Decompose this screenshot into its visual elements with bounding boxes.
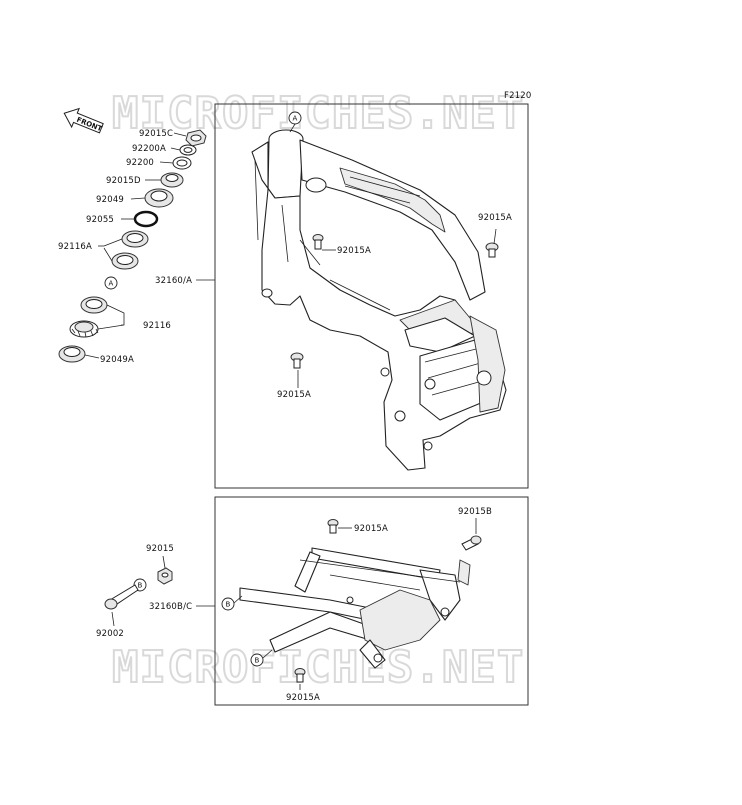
part-92015D-nut [160,172,184,188]
part-92116A-race-lower [111,252,139,270]
label-92015: 92015 [146,544,174,554]
main-frame-panel [214,103,529,489]
front-arrow-icon: FRONT [63,107,104,134]
subframe-panel [214,496,529,706]
part-92116A-race-upper [121,230,149,248]
svg-text:B: B [138,582,143,590]
svg-text:B: B [226,601,231,609]
label-92049: 92049 [96,195,124,205]
label-92015C: 92015C [139,129,173,139]
label-32160A: 32160/A [155,276,192,286]
bolt-92015A-mid [312,234,324,250]
ref-a-left: A [104,276,118,290]
label-92015A-sub1: 92015A [354,524,388,534]
label-92015A-right: 92015A [478,213,512,223]
bolt-92015A-right [485,242,499,258]
svg-text:B: B [255,657,260,665]
label-92049A: 92049A [100,355,134,365]
ref-a-frame: A [288,111,302,125]
ref-b-subframe-lower: B [250,653,264,667]
bolt-92015A-sub2 [294,668,306,683]
label-92055: 92055 [86,215,114,225]
part-92116-bearing [69,320,99,338]
label-32160BC: 32160B/C [149,602,192,612]
label-92015A-low: 92015A [277,390,311,400]
label-92015B: 92015B [458,507,492,517]
part-92002-bolt [104,584,139,610]
label-92116: 92116 [143,321,171,331]
part-92116-race-upper [80,296,108,314]
label-92015A-mid: 92015A [337,246,371,256]
label-92200: 92200 [126,158,154,168]
bolt-92015A-sub1 [327,519,339,534]
label-92015D: 92015D [106,176,141,186]
bolt-92015A-low [290,352,304,369]
part-92049-seal [144,188,174,208]
svg-text:A: A [293,115,298,123]
ref-b-subframe-upper: B [221,597,235,611]
subframe-drawing [239,519,482,683]
svg-text:A: A [109,280,114,288]
label-92002: 92002 [96,629,124,639]
watermark-bottom: MICROFICHES.NET [112,642,524,693]
part-92049A-seal [58,345,86,363]
part-92015-nut [157,567,173,585]
part-92200A-washer-hole [183,147,193,153]
label-92015A-sub2: 92015A [286,693,320,703]
main-frame-drawing: A [251,111,507,471]
label-92200A: 92200A [132,144,166,154]
part-92200-washer-hole [176,159,188,167]
part-92055-oring [133,210,159,228]
part-92015C-nut [185,129,207,147]
bolt-92015B [461,535,482,551]
watermark-top: MICROFICHES.NET [112,88,524,139]
label-92116A: 92116A [58,242,92,252]
figure-code: F2120 [504,91,532,101]
